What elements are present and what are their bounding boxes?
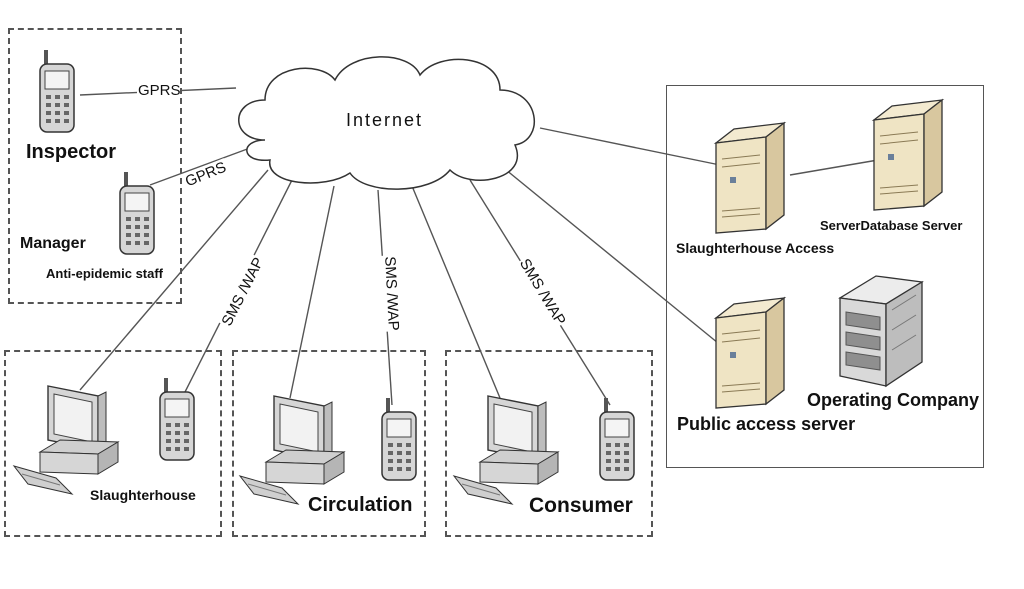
circulation-label: Circulation bbox=[308, 494, 413, 516]
desktop-computer-icon bbox=[452, 395, 560, 505]
server-panel bbox=[666, 85, 984, 468]
anti-epidemic-label: Anti-epidemic staff bbox=[46, 266, 164, 281]
link-access-server bbox=[539, 127, 721, 166]
internet-label: Internet bbox=[346, 110, 424, 130]
consumer-label: Consumer bbox=[529, 494, 633, 517]
mobile-phone-icon bbox=[381, 398, 417, 481]
desktop-computer-icon bbox=[12, 385, 120, 495]
server-tower-icon bbox=[713, 296, 787, 409]
desktop-computer-icon bbox=[238, 395, 346, 505]
operating-company-label: Operating Company bbox=[807, 390, 980, 410]
slaughterhouse-label: Slaughterhouse bbox=[90, 487, 196, 503]
server-tower-icon bbox=[713, 121, 787, 234]
mobile-users-group bbox=[8, 28, 182, 304]
mobile-phone-icon bbox=[599, 398, 635, 481]
mobile-phone-icon bbox=[159, 378, 195, 461]
server-tower-icon bbox=[871, 98, 945, 211]
public-access-label: Public access server bbox=[677, 414, 856, 434]
link-slaughterhouse-pc bbox=[79, 169, 269, 391]
link-access-database bbox=[789, 159, 879, 176]
manager-label: Manager bbox=[20, 235, 86, 252]
link-consumer-pc bbox=[411, 185, 501, 399]
slaughterhouse-group bbox=[4, 350, 222, 537]
circulation-group bbox=[232, 350, 426, 537]
mobile-phone-icon bbox=[119, 172, 155, 255]
consumer-group bbox=[445, 350, 653, 537]
server-database-label: ServerDatabase Server bbox=[820, 218, 963, 233]
slaughterhouse-access-label: Slaughterhouse Access bbox=[676, 240, 835, 256]
cloud-icon bbox=[238, 56, 535, 190]
link-public-server bbox=[499, 164, 719, 344]
inspector-label: Inspector bbox=[26, 141, 117, 163]
mobile-phone-icon bbox=[39, 50, 75, 133]
server-rack-icon bbox=[838, 275, 924, 388]
link-circulation-pc bbox=[289, 185, 335, 399]
gprs-label-inspector: GPRS bbox=[137, 82, 182, 99]
